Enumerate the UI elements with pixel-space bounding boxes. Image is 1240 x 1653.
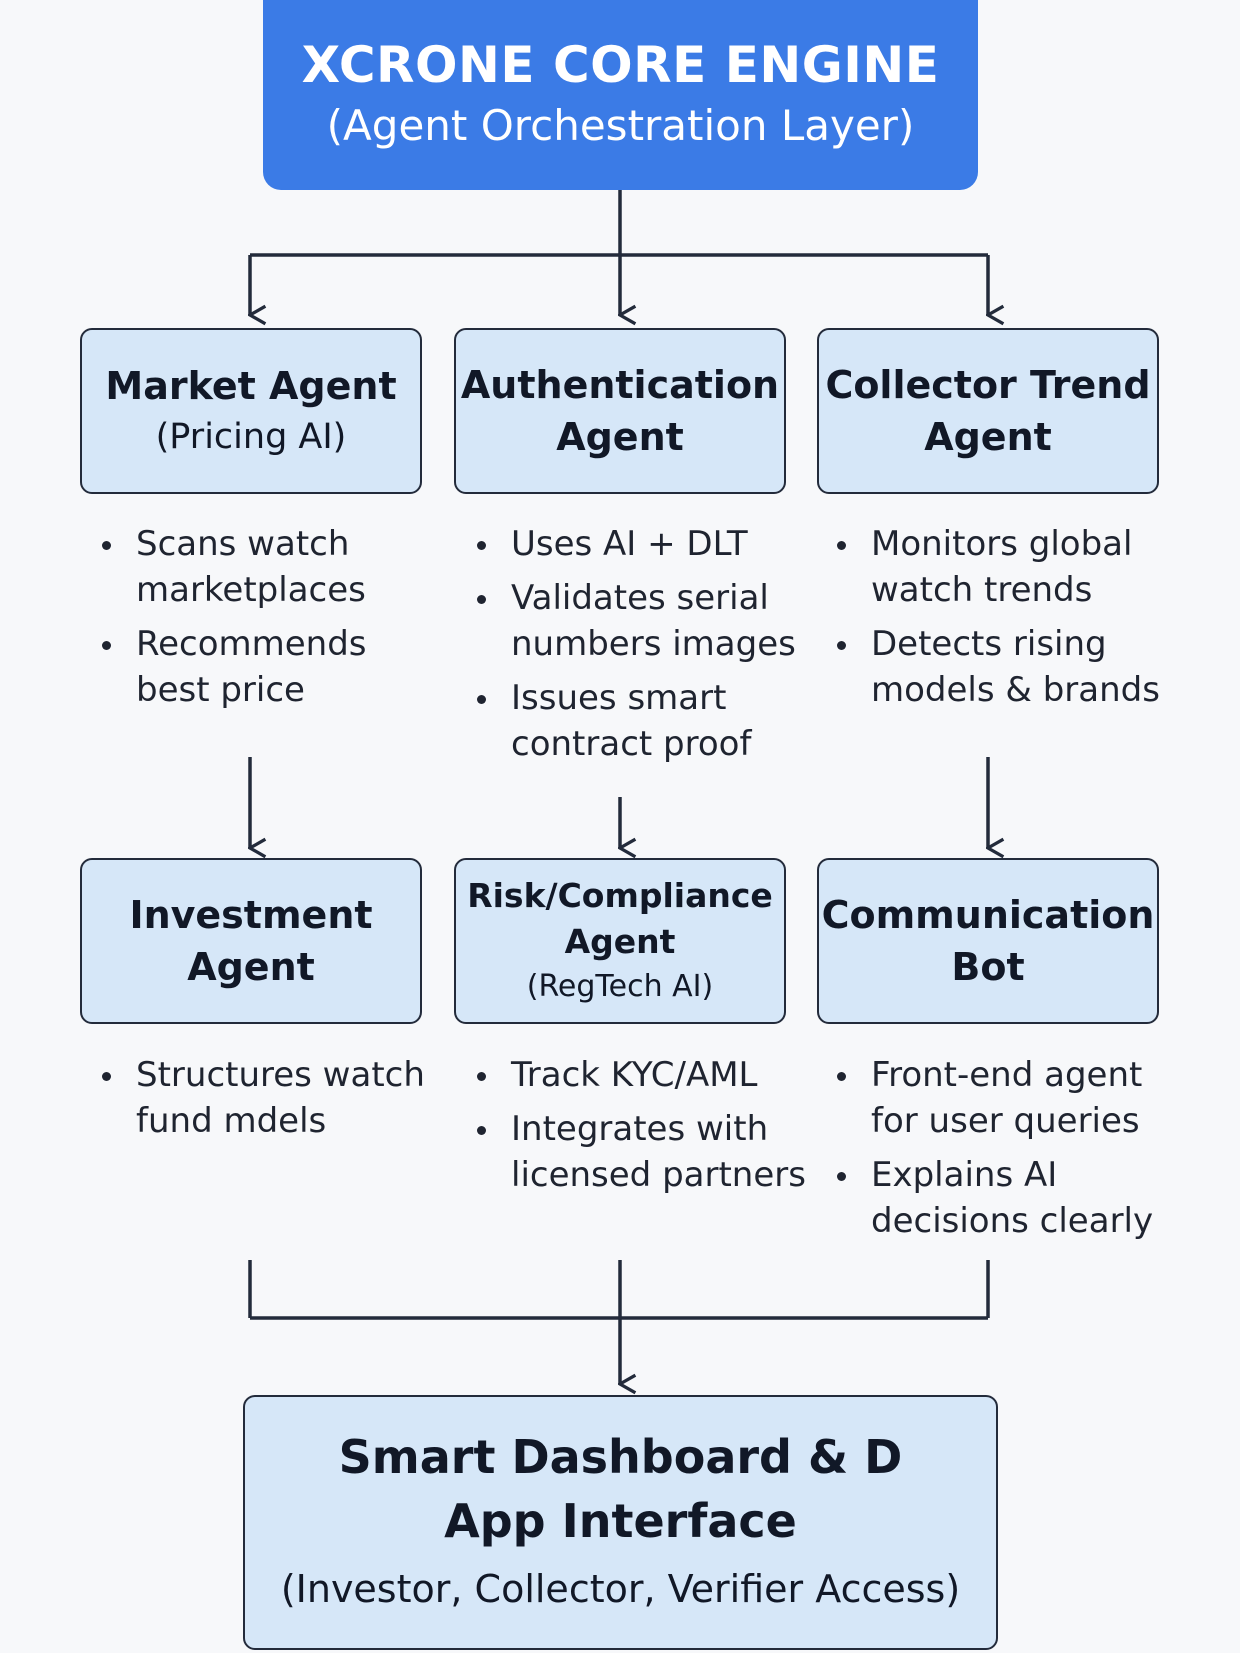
bullet-text: Recommends best price: [136, 624, 367, 710]
list-item: Recommends best price: [80, 621, 420, 713]
bullet-text: Validates serial numbers images: [511, 578, 796, 664]
bullet-text: Integrates with licensed partners: [511, 1109, 806, 1195]
investment-agent-title-line2: Agent: [187, 945, 315, 989]
authentication-agent-title-line1: Authentication: [460, 363, 780, 407]
bullet-text: Front-end agent for user queries: [871, 1055, 1143, 1141]
authentication-agent-bullets: Uses AI + DLT Validates serial numbers i…: [455, 521, 805, 775]
communication-bot-bullets: Front-end agent for user queries Explain…: [815, 1052, 1185, 1252]
list-item: Monitors global watch trends: [815, 521, 1185, 613]
list-item: Detects rising models & brands: [815, 621, 1185, 713]
bullet-dot: [102, 641, 111, 650]
communication-bot-node: Communication Bot: [817, 858, 1159, 1024]
core-engine-title: XCRONE CORE ENGINE: [301, 36, 940, 94]
bullet-dot: [477, 1126, 486, 1135]
authentication-agent-title-line2: Agent: [556, 415, 684, 459]
bullet-dot: [837, 1172, 846, 1181]
dashboard-subtitle: (Investor, Collector, Verifier Access): [280, 1566, 961, 1611]
collector-trend-agent-bullets: Monitors global watch trends Detects ris…: [815, 521, 1185, 721]
risk-compliance-agent-bullets: Track KYC/AML Integrates with licensed p…: [455, 1052, 810, 1206]
market-agent-bullets: Scans watch marketplaces Recommends best…: [80, 521, 420, 721]
bullet-dot: [102, 541, 111, 550]
bullet-text: Monitors global watch trends: [871, 524, 1133, 610]
bullet-text: Scans watch marketplaces: [136, 524, 366, 610]
bullet-dot: [477, 595, 486, 604]
risk-compliance-agent-title-line2: Agent: [564, 922, 676, 961]
market-agent-title: Market Agent: [105, 364, 397, 408]
authentication-agent-node: Authentication Agent: [454, 328, 786, 494]
dashboard-title-line1: Smart Dashboard & D: [338, 1429, 903, 1484]
investment-agent-title-line1: Investment: [129, 893, 373, 937]
list-item: Explains AI decisions clearly: [815, 1152, 1185, 1244]
bullet-dot: [837, 541, 846, 550]
list-item: Validates serial numbers images: [455, 575, 805, 667]
market-agent-subtitle: (Pricing AI): [155, 417, 347, 457]
communication-bot-title-line1: Communication: [821, 893, 1155, 937]
communication-bot-title-line2: Bot: [951, 945, 1025, 989]
list-item: Front-end agent for user queries: [815, 1052, 1185, 1144]
smart-dashboard-node: Smart Dashboard & D App Interface (Inves…: [243, 1395, 998, 1650]
core-engine-node: XCRONE CORE ENGINE (Agent Orchestration …: [263, 0, 978, 190]
list-item: Scans watch marketplaces: [80, 521, 420, 613]
bullet-text: Track KYC/AML: [511, 1055, 758, 1095]
list-item: Integrates with licensed partners: [455, 1106, 810, 1198]
bullet-dot: [477, 695, 486, 704]
bullet-dot: [102, 1072, 111, 1081]
list-item: Uses AI + DLT: [455, 521, 805, 567]
investment-agent-node: Investment Agent: [80, 858, 422, 1024]
bullet-dot: [477, 1072, 486, 1081]
risk-compliance-agent-title-line1: Risk/Compliance: [467, 876, 773, 915]
collector-trend-agent-title-line1: Collector Trend: [825, 363, 1151, 407]
bullet-dot: [837, 1072, 846, 1081]
bullet-text: Issues smart contract proof: [511, 678, 752, 764]
bullet-dot: [477, 541, 486, 550]
list-item: Issues smart contract proof: [455, 675, 805, 767]
risk-compliance-agent-node: Risk/Compliance Agent (RegTech AI): [454, 858, 786, 1024]
collector-trend-agent-node: Collector Trend Agent: [817, 328, 1159, 494]
list-item: Structures watch fund mdels: [80, 1052, 445, 1144]
bullet-dot: [837, 641, 846, 650]
risk-compliance-agent-subtitle: (RegTech AI): [526, 969, 714, 1004]
collector-trend-agent-title-line2: Agent: [924, 415, 1052, 459]
list-item: Track KYC/AML: [455, 1052, 810, 1098]
bullet-text: Detects rising models & brands: [871, 624, 1160, 710]
market-agent-node: Market Agent (Pricing AI): [80, 328, 422, 494]
bullet-text: Explains AI decisions clearly: [871, 1155, 1154, 1241]
investment-agent-bullets: Structures watch fund mdels: [80, 1052, 445, 1152]
bullet-text: Uses AI + DLT: [511, 524, 748, 564]
dashboard-title-line2: App Interface: [444, 1493, 797, 1548]
core-engine-subtitle: (Agent Orchestration Layer): [326, 101, 915, 150]
bullet-text: Structures watch fund mdels: [136, 1055, 425, 1141]
